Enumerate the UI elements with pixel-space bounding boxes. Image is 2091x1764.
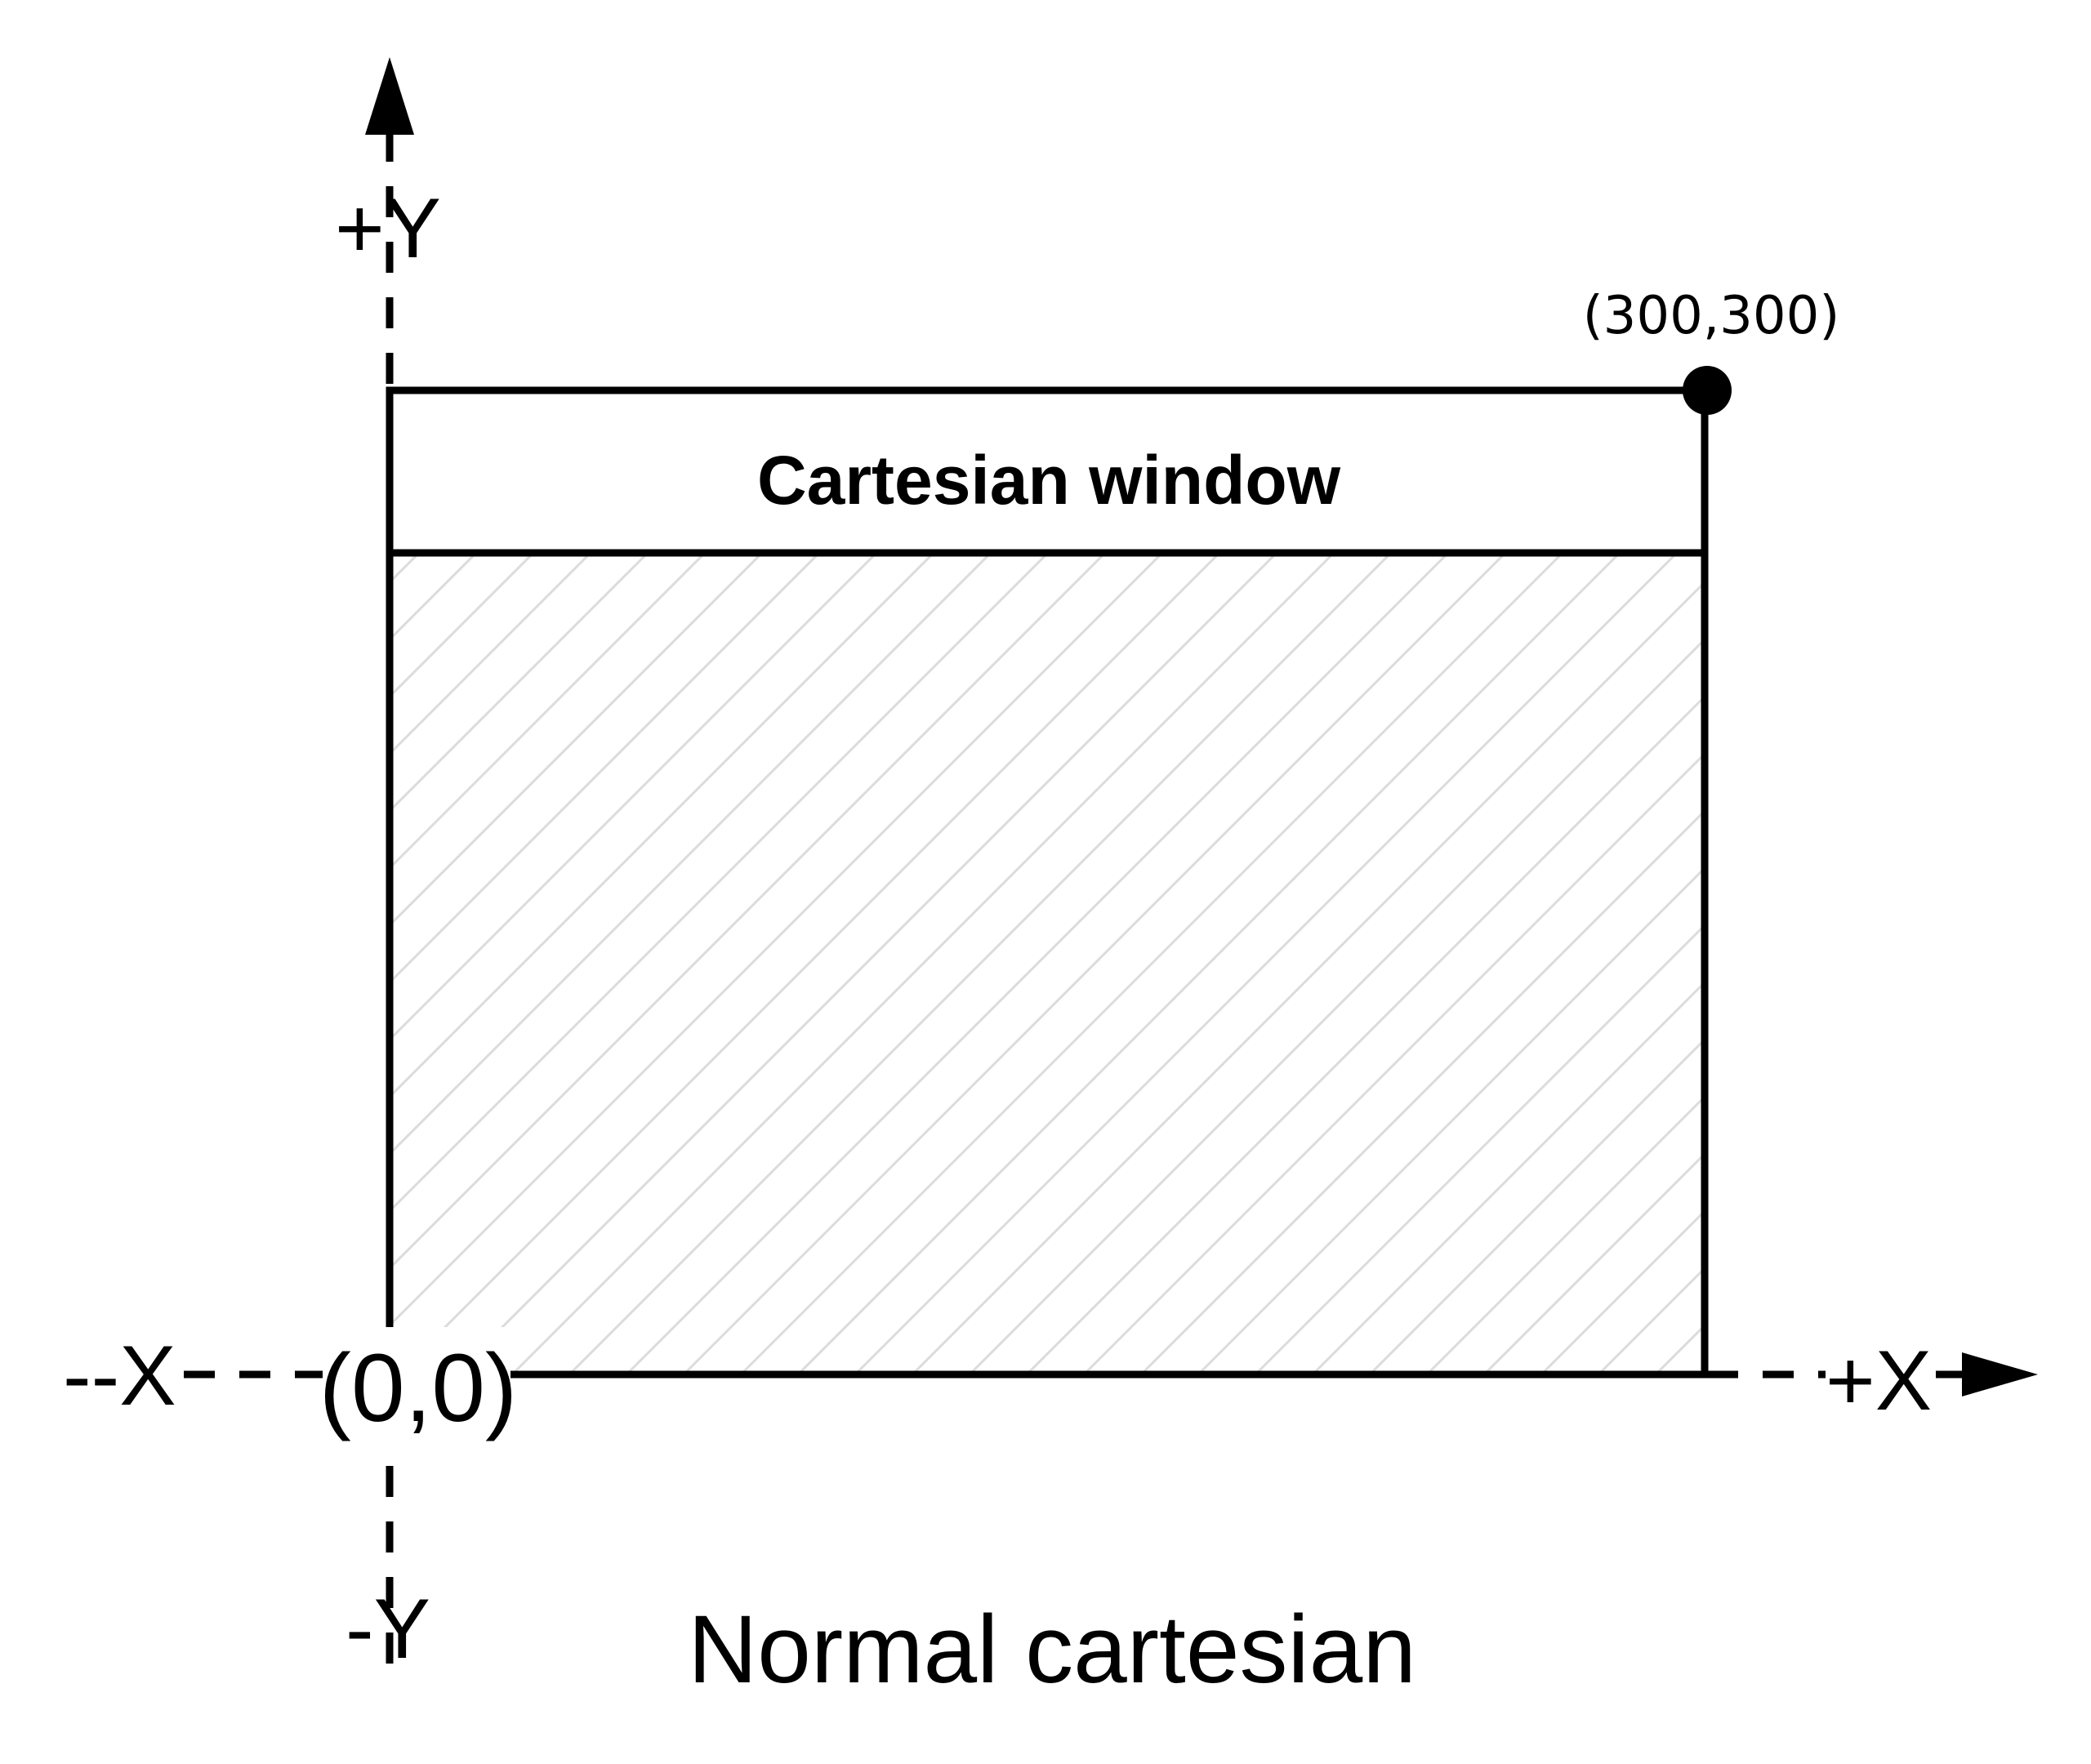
origin-label-backdrop xyxy=(327,1327,510,1433)
origin-label: (0,0) xyxy=(319,1334,518,1442)
x-axis-arrow-icon xyxy=(1962,1352,2038,1396)
negative-y-label: -Y xyxy=(346,1582,430,1677)
window-frame xyxy=(386,386,1709,1379)
window-content-area xyxy=(390,553,1705,1372)
window-title: Cartesian window xyxy=(757,442,1341,519)
corner-point-marker xyxy=(1683,366,1732,415)
y-axis-arrow-icon xyxy=(365,57,414,135)
corner-point-label: (300,300) xyxy=(1583,286,1840,346)
diagram-caption: Normal cartesian xyxy=(688,1596,1416,1704)
negative-x-label: --X xyxy=(63,1329,176,1423)
positive-y-label: +Y xyxy=(335,181,441,276)
positive-x-label: +X xyxy=(1826,1334,1932,1428)
